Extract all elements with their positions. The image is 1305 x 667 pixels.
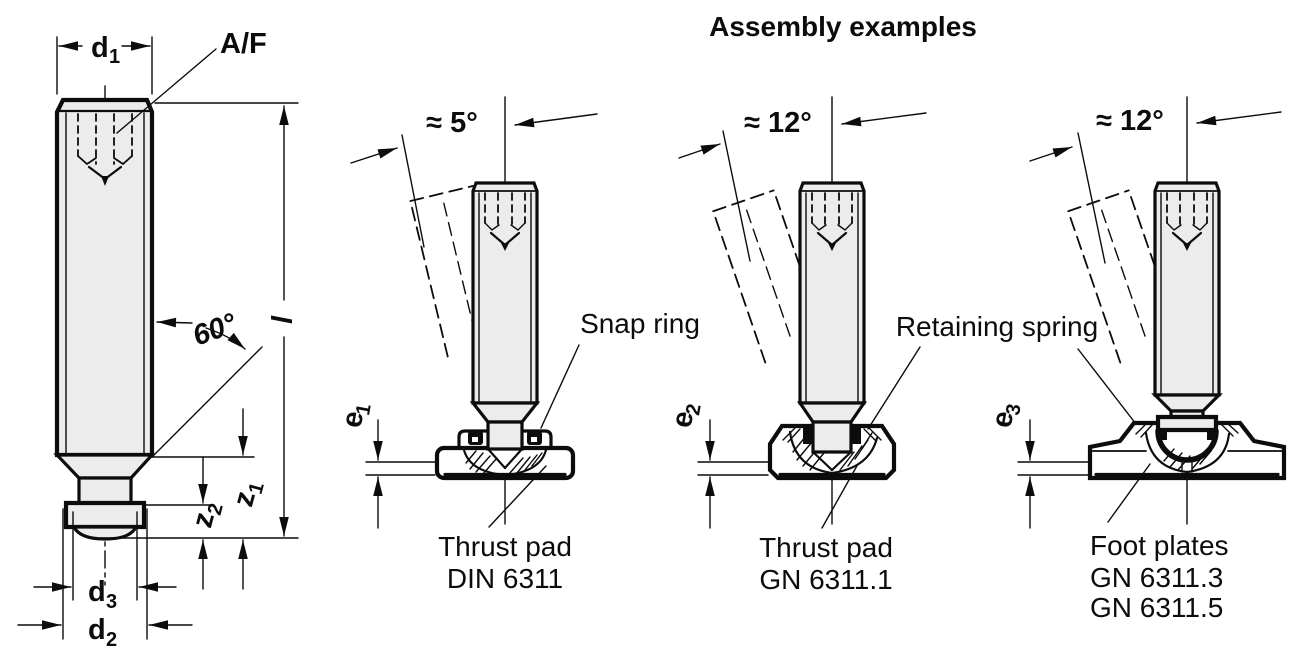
dim-e3: e 3: [986, 402, 1089, 529]
dim-e2-label: e: [666, 409, 700, 430]
main-screw-collar: [63, 500, 147, 530]
dim-d1-sub: 1: [109, 46, 120, 68]
retaining-spring-right: [852, 427, 861, 444]
retaining-spring-left: [803, 427, 812, 444]
dim-z: z 2 z 1: [99, 408, 299, 590]
callout-snap-ring: Snap ring: [540, 308, 700, 429]
screw-1: [469, 181, 541, 470]
dim-e3-sub: 3: [1002, 402, 1026, 417]
dim-e2: e 2: [666, 402, 769, 529]
dim-e3-label: e: [986, 409, 1020, 430]
caption-3-line1: Foot plates: [1090, 530, 1229, 561]
caption-1-line1: Thrust pad: [438, 531, 572, 562]
tilt-angle-label-3: ≈ 12°: [1096, 105, 1164, 137]
dim-e2-sub: 2: [682, 402, 706, 417]
screw-2: [796, 181, 868, 472]
dim-d1: d 1: [56, 32, 153, 95]
main-screw-ball: [71, 525, 139, 541]
dim-l-label: l: [267, 315, 299, 324]
main-screw-cone: [53, 453, 156, 480]
dim-d2-label: d: [88, 614, 106, 646]
callout-af-label: A/F: [220, 28, 267, 60]
dim-d3-sub: 3: [106, 591, 117, 613]
dim-d2-sub: 2: [106, 629, 117, 651]
dim-60deg-label: 60°: [189, 307, 242, 352]
tilt-reference-line: [1077, 132, 1106, 264]
caption-3-line3: GN 6311.5: [1090, 592, 1223, 623]
dim-d1-label: d: [91, 32, 109, 64]
caption-3: Foot plates GN 6311.3 GN 6311.5: [1090, 463, 1229, 623]
tilt-angle-label-2: ≈ 12°: [744, 107, 812, 139]
assembly-2: ≈ 12°: [666, 96, 1137, 595]
caption-3-line2: GN 6311.3: [1090, 562, 1223, 593]
dim-l: l: [154, 102, 299, 537]
dim-d3-label: d: [88, 576, 106, 608]
caption-2-line1: Thrust pad: [759, 532, 893, 563]
thrust-pad-din6311: [434, 429, 576, 481]
caption-2-line2: GN 6311.1: [759, 564, 892, 595]
ball-end: [1155, 428, 1219, 463]
dim-z2-sub: 2: [204, 501, 228, 517]
snap-ring-label: Snap ring: [580, 308, 700, 339]
dim-e1-label: e: [336, 409, 370, 430]
main-screw-body: [54, 97, 155, 458]
retaining-spring-label: Retaining spring: [896, 311, 1098, 342]
tilt-reference-line: [401, 134, 425, 248]
caption-1-line2: DIN 6311: [447, 563, 563, 594]
dim-60deg: 60°: [151, 307, 263, 458]
dim-d2: d 2: [17, 508, 193, 651]
page-title: Assembly examples: [709, 11, 977, 42]
tilt-reference-line: [722, 130, 751, 262]
dim-e1-sub: 1: [352, 402, 376, 417]
screw-3: [1151, 181, 1223, 463]
caption-2: Thrust pad GN 6311.1: [759, 463, 893, 595]
callout-retaining-spring: Retaining spring: [867, 311, 1137, 430]
callout-af: A/F: [116, 28, 267, 134]
tilt-angle-label-1: ≈ 5°: [426, 107, 478, 139]
main-view: d 1 A/F l 60°: [17, 28, 299, 651]
dim-e1: e 1: [336, 402, 436, 529]
seat-hatching: [465, 450, 543, 475]
assembly-1: ≈ 5°: [336, 96, 700, 594]
dim-z1-sub: 1: [245, 480, 269, 496]
caption-1: Thrust pad DIN 6311: [438, 465, 572, 594]
dim-d3: d 3: [33, 511, 177, 613]
main-screw-neck: [77, 476, 133, 505]
assembly-3: ≈ 12°: [986, 96, 1287, 623]
